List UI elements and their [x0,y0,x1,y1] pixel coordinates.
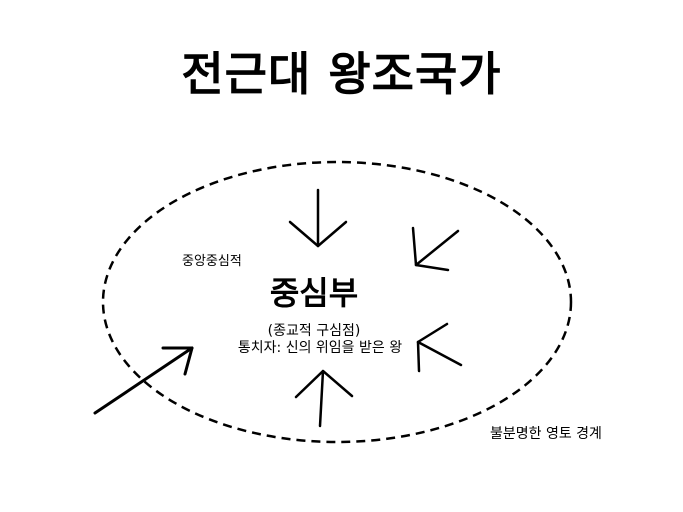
boundary-label: 불분명한 영토 경계 [490,426,602,442]
center-ruler-text: 통치자: 신의 위임을 받은 왕 [237,340,403,356]
arrow-top [288,188,348,248]
territory-boundary-ellipse [101,160,573,444]
slide-title: 전근대 왕조국가 [181,47,502,101]
arrow-bottom [294,369,354,428]
centralization-label: 중앙중심적 [182,254,242,269]
arrow-outer-lower-left [93,346,194,415]
center-subtitle: (종교적 구심점) [267,323,361,339]
arrow-right [416,322,463,373]
arrow-upper-right [411,226,460,272]
center-title: 중심부 [269,274,359,312]
